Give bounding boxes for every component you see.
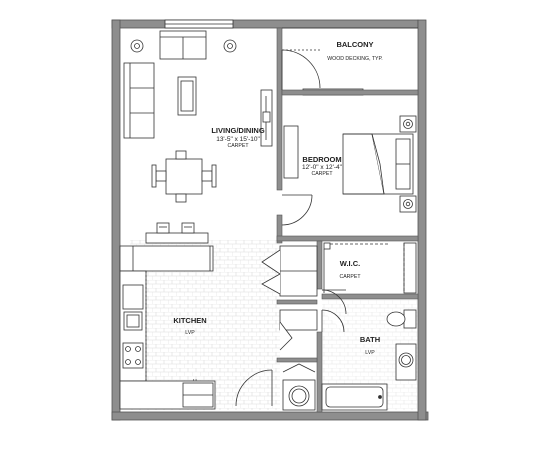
bedroom-dims: 12'-0" x 12'-4" — [302, 164, 342, 171]
kitchen-title: KITCHEN — [173, 316, 207, 325]
laundry — [282, 363, 316, 411]
bedroom-title: BEDROOM — [302, 155, 342, 164]
toilet-bowl — [386, 311, 406, 327]
appliance-tag: ▪ ▪ — [193, 377, 198, 382]
bath-title: BATH — [359, 335, 381, 344]
living-dims: 13'-5" x 15'-10" — [216, 136, 260, 143]
wic-title: W.I.C. — [339, 259, 361, 268]
interior-walls — [276, 27, 419, 413]
dining-table — [165, 158, 203, 195]
bath-fixtures — [321, 309, 417, 411]
living-title: LIVING/DINING — [211, 126, 265, 135]
bedroom-door — [281, 194, 313, 226]
walk-in-closet — [321, 242, 417, 315]
kitchen-counter — [119, 270, 216, 410]
kitchen-finish: LVP — [185, 330, 195, 336]
dresser — [283, 125, 299, 179]
bedroom-furniture — [283, 115, 417, 213]
kitchen-peninsula — [119, 245, 214, 272]
living-finish: CARPET — [227, 143, 249, 149]
range — [122, 342, 144, 369]
wic-finish: CARPET — [339, 274, 361, 280]
closet-doors — [261, 245, 318, 351]
living-furniture — [123, 30, 273, 203]
sofa-left — [123, 62, 155, 139]
exterior-walls — [111, 19, 429, 421]
toilet-tank — [403, 309, 417, 329]
balcony-finish: WOOD DECKING, TYP. — [327, 56, 383, 62]
fridge — [122, 284, 144, 310]
bedroom-finish: CARPET — [311, 171, 333, 177]
kitchen-bar — [119, 222, 214, 272]
bath-finish: LVP — [365, 350, 375, 356]
entry-door — [235, 369, 273, 407]
balcony-title: BALCONY — [336, 40, 374, 49]
balcony — [281, 27, 418, 90]
